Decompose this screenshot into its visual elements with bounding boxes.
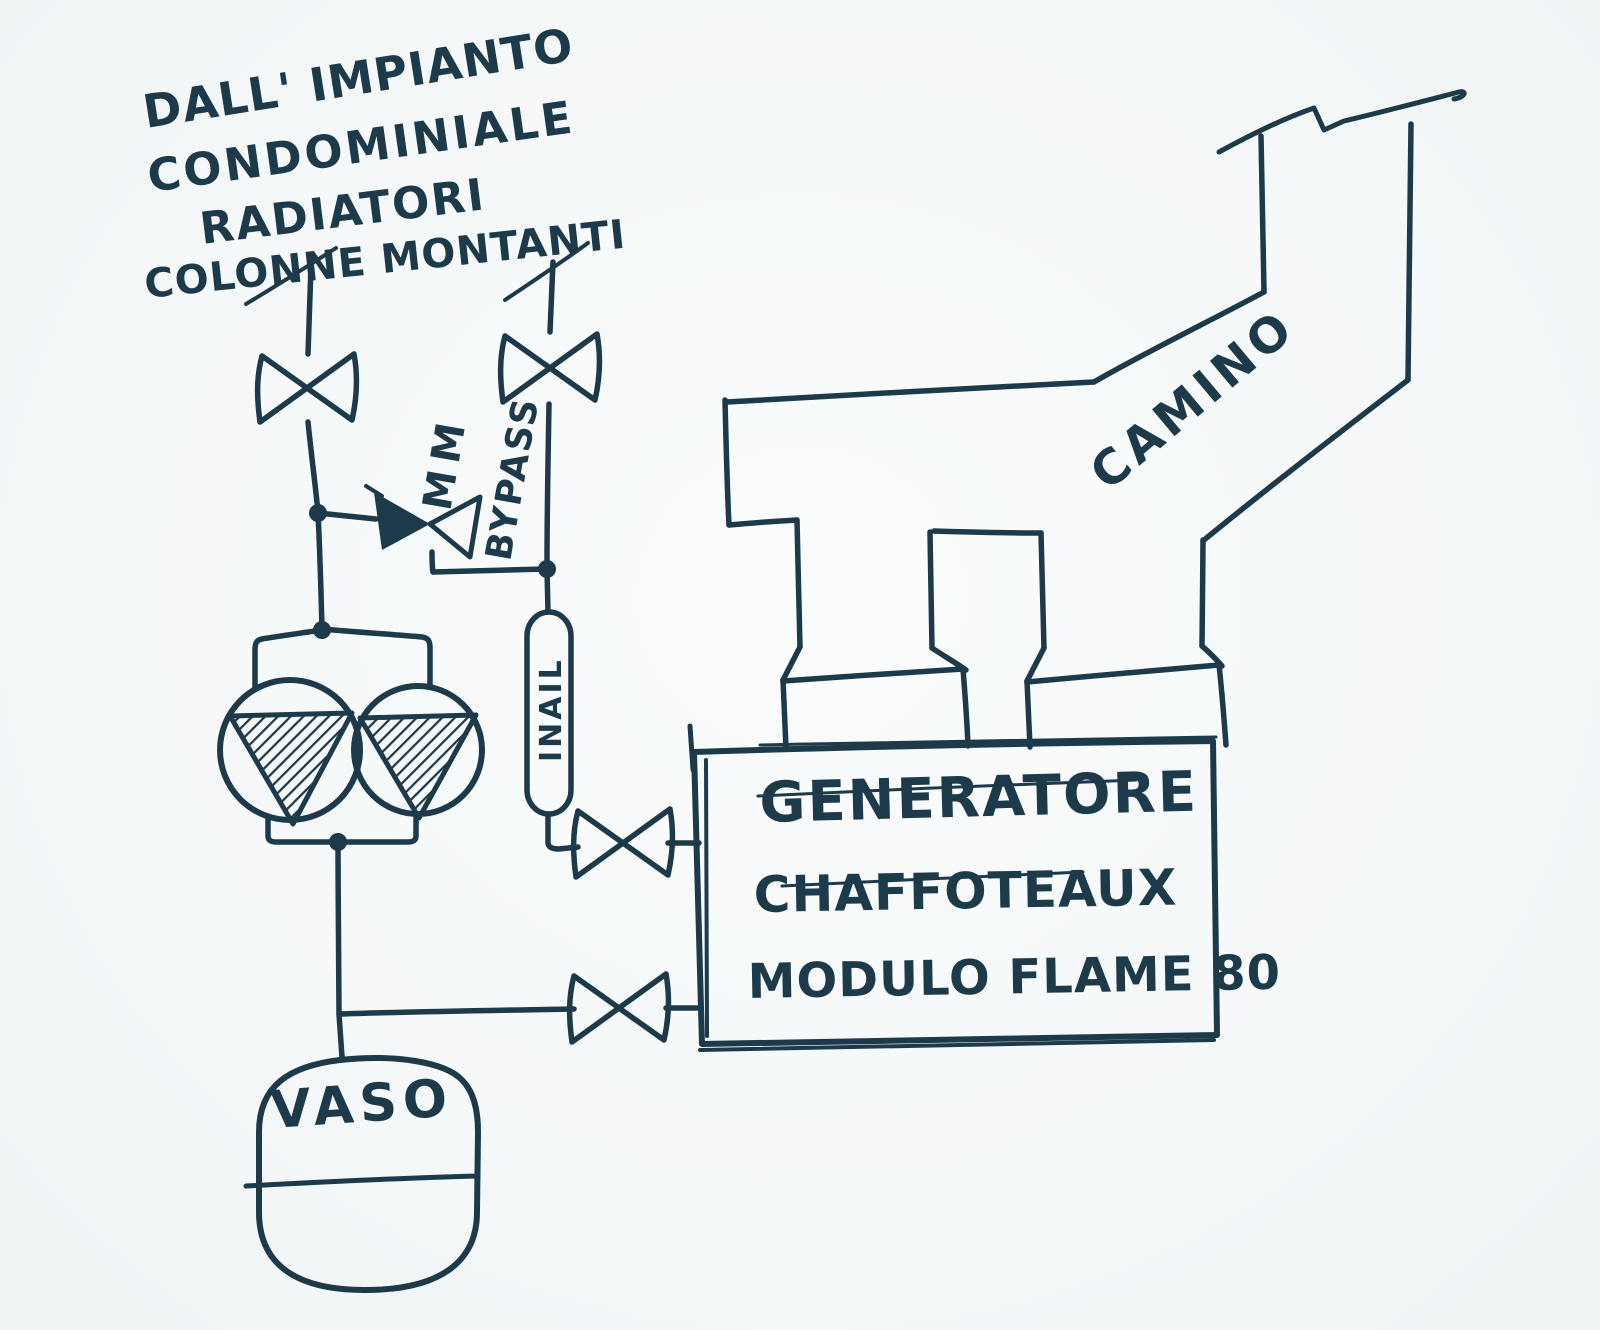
- bypass-label-prefix: MM: [415, 412, 477, 514]
- junction-dot: [309, 504, 327, 522]
- pump-icon: [351, 683, 485, 821]
- pipe-break-mark-icon: [244, 246, 338, 306]
- generator-return-valve-icon: [566, 971, 672, 1045]
- inail-label: INAIL: [534, 657, 569, 762]
- flue-hood: [722, 379, 1229, 751]
- bypass-label: BYPASS: [478, 394, 547, 563]
- flue-duct: [1091, 289, 1267, 385]
- junction-dot: [313, 621, 331, 639]
- pump-icon: [217, 677, 363, 827]
- inail-device: INAIL: [524, 609, 702, 880]
- vessel-label: VASO: [269, 1068, 455, 1141]
- vessel-divider-line: [243, 1173, 481, 1189]
- generator-line-3: MODULO FLAME 80: [747, 945, 1281, 1010]
- return-piping: [335, 839, 700, 1060]
- chimney-top-squiggle: [1216, 89, 1467, 155]
- generator-flow-valve-icon: [570, 806, 676, 880]
- junction-dots: [309, 504, 556, 851]
- junction-dot: [538, 560, 556, 578]
- junction-dot: [329, 833, 347, 851]
- flue-duct: [1201, 377, 1411, 543]
- generator-line-1: GENERATORE: [759, 760, 1199, 836]
- generator-line-2: CHAFFOTEAUX: [753, 859, 1178, 924]
- pipe-break-mark-icon: [503, 241, 590, 302]
- shutoff-valve-icon: [497, 331, 603, 405]
- pump-group: [217, 626, 485, 845]
- expansion-vessel: VASO: [243, 1055, 481, 1293]
- left-riser-pipe: [244, 246, 360, 632]
- bypass-valve-icon: [364, 484, 483, 560]
- generator-box: GENERATORE CHAFFOTEAUX MODULO FLAME 80: [687, 723, 1282, 1052]
- chimney: CAMINO: [1080, 89, 1467, 543]
- shutoff-valve-icon: [254, 351, 360, 425]
